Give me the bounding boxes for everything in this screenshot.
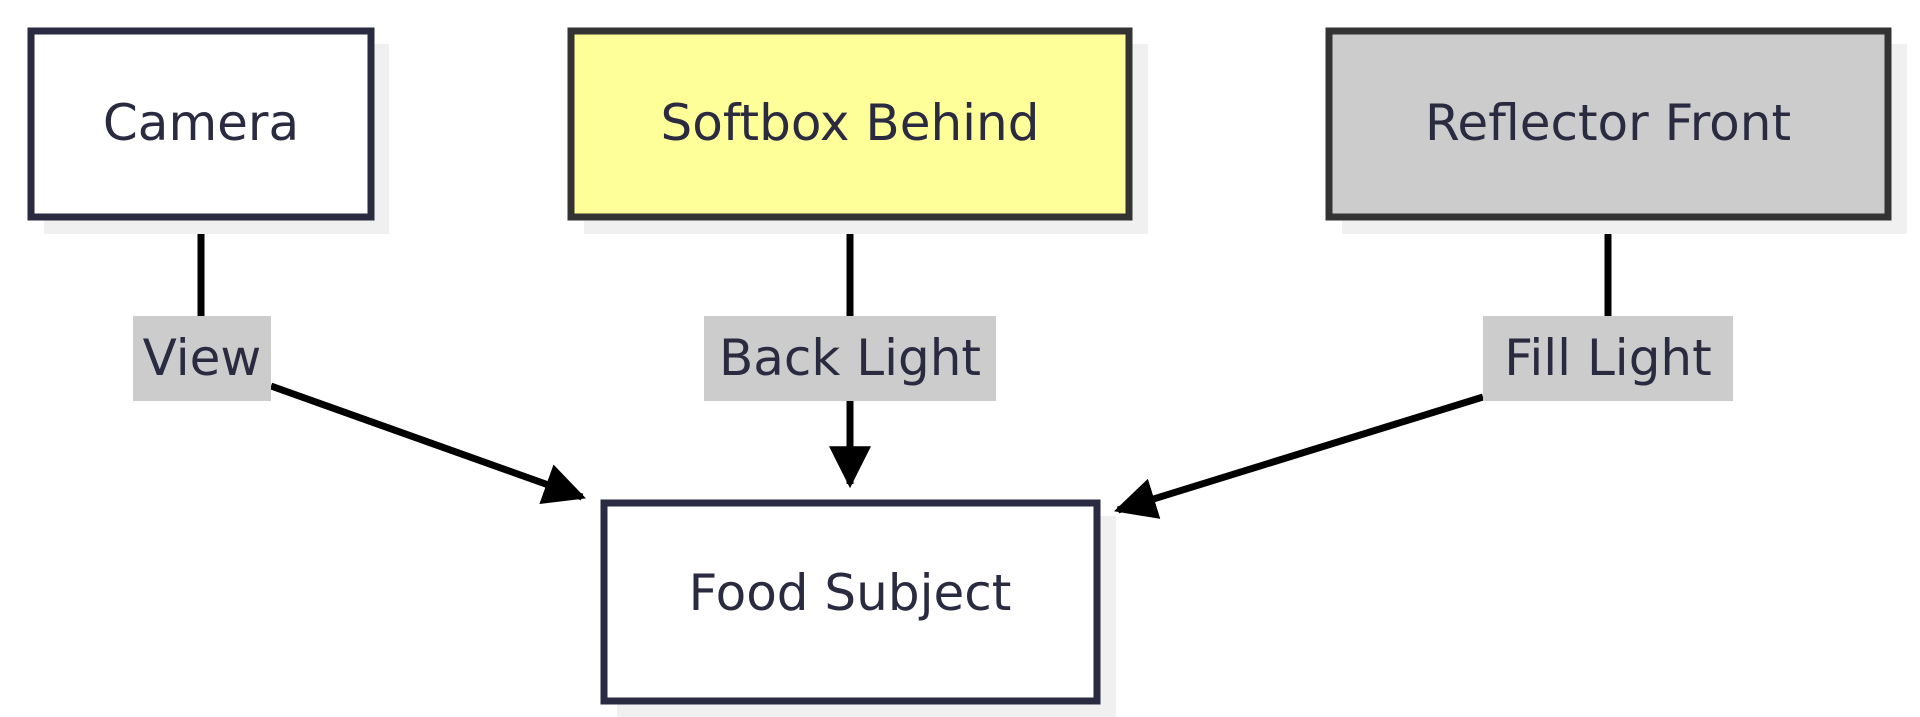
edge-label-back-light: Back Light xyxy=(704,316,996,401)
edge-camera-to-food xyxy=(197,218,586,505)
edge-label-fill-light: Fill Light xyxy=(1483,316,1733,401)
edge-reflector-to-food xyxy=(1113,218,1612,519)
node-food-subject[interactable]: Food Subject xyxy=(600,499,1116,717)
node-camera[interactable]: Camera xyxy=(27,27,389,234)
edge-label-view: View xyxy=(133,316,271,401)
edge-label-view-text: View xyxy=(143,329,262,387)
edge-label-fill-light-text: Fill Light xyxy=(1504,329,1711,387)
node-reflector-front-label: Reflector Front xyxy=(1425,94,1791,152)
node-food-subject-label: Food Subject xyxy=(689,564,1012,622)
node-reflector-front[interactable]: Reflector Front xyxy=(1325,27,1907,234)
edge-label-back-light-text: Back Light xyxy=(719,329,981,387)
node-softbox-behind-label: Softbox Behind xyxy=(660,94,1039,152)
node-softbox-behind[interactable]: Softbox Behind xyxy=(567,27,1148,234)
node-camera-label: Camera xyxy=(103,94,299,152)
